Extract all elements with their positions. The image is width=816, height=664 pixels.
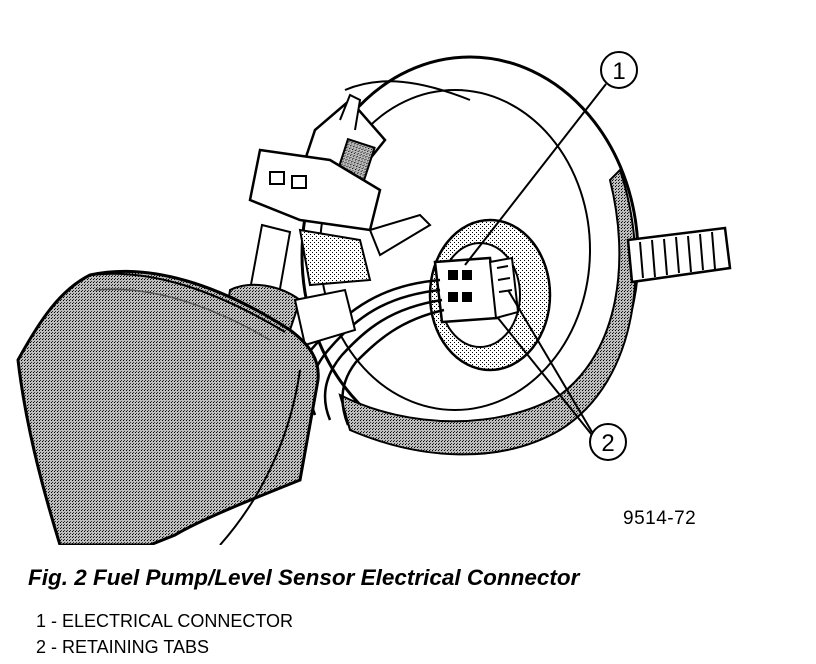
legend-item: 2 - RETAINING TABS <box>36 637 210 657</box>
electrical-connector <box>433 256 520 324</box>
callout-2: 2 <box>497 289 627 461</box>
fuel-pump-module-illustration: 1 2 <box>16 51 732 545</box>
figure-caption: Fig. 2 Fuel Pump/Level Sensor Electrical… <box>28 565 580 590</box>
callout-2-number: 2 <box>601 430 614 457</box>
legend-item: 1 - ELECTRICAL CONNECTOR <box>36 611 294 631</box>
callout-legend: 1 - ELECTRICAL CONNECTOR 2 - RETAINING T… <box>36 608 293 660</box>
module-top-hardware <box>223 93 432 347</box>
callout-1-number: 1 <box>612 58 625 85</box>
fuel-pump-body <box>16 269 320 545</box>
corrugated-hose <box>626 226 732 284</box>
callout-1: 1 <box>464 51 638 266</box>
figure-code: 9514-72 <box>623 508 697 529</box>
